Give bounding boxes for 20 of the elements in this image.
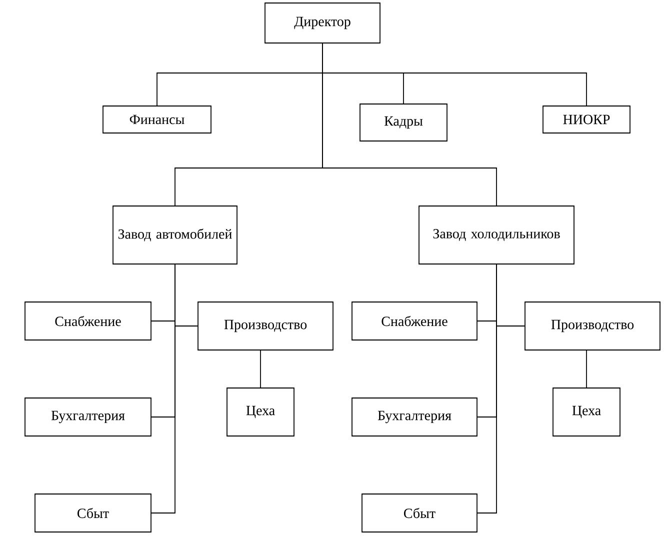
org-box: Снабжение: [352, 302, 478, 340]
org-box: Производство: [524, 302, 660, 350]
org-box: Директор: [264, 2, 380, 44]
org-box: Финансы: [102, 106, 212, 134]
org-box: Сбыт: [34, 494, 152, 532]
org-box: Снабжение: [24, 302, 152, 340]
org-box: Бухгалтерия: [352, 398, 478, 436]
connector-line: [477, 264, 497, 514]
connector-line: [586, 350, 587, 388]
connector-line: [151, 264, 176, 514]
org-box: Завод холодильников: [418, 206, 574, 264]
org-box: Бухгалтерия: [24, 398, 152, 436]
org-box: Цеха: [226, 388, 294, 436]
org-box: Кадры: [360, 104, 448, 142]
connector-line: [260, 350, 261, 388]
org-box: Сбыт: [362, 494, 478, 532]
org-box: Производство: [198, 302, 334, 350]
org-box: НИОКР: [542, 106, 630, 134]
org-box: Цеха: [552, 388, 620, 436]
org-box: Завод автомобилей: [112, 206, 238, 264]
